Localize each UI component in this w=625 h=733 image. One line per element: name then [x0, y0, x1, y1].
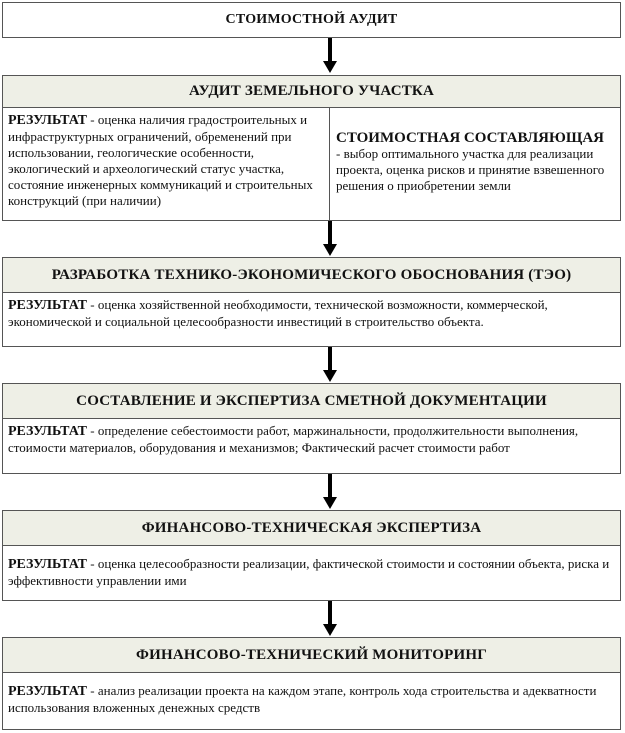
stage-header-estimate: СОСТАВЛЕНИЕ И ЭКСПЕРТИЗА СМЕТНОЙ ДОКУМЕН…: [2, 383, 621, 419]
cost-component-label: СТОИМОСТНАЯ СОСТАВЛЯЮЩАЯ: [336, 130, 604, 146]
result-text: - анализ реализации проекта на каждом эт…: [8, 683, 597, 715]
stage-header-feasibility: РАЗРАБОТКА ТЕХНИКО-ЭКОНОМИЧЕСКОГО ОБОСНО…: [2, 257, 621, 293]
stage-body-land-audit: РЕЗУЛЬТАТ - оценка наличия градостроител…: [2, 108, 621, 221]
cost-component-text: - выбор оптимального участка для реализа…: [336, 146, 605, 193]
stage-header-land-audit: АУДИТ ЗЕМЕЛЬНОГО УЧАСТКА: [2, 75, 621, 108]
result-text: - оценка хозяйственной необходимости, те…: [8, 297, 548, 329]
stage-body-monitoring: РЕЗУЛЬТАТ - анализ реализации проекта на…: [2, 673, 621, 730]
result-label: РЕЗУЛЬТАТ: [8, 557, 88, 572]
result-label: РЕЗУЛЬТАТ: [8, 298, 88, 313]
result-text: - оценка целесообразности реализации, фа…: [8, 556, 610, 588]
result-label: РЕЗУЛЬТАТ: [8, 424, 88, 439]
arrow-down-icon: [323, 347, 337, 383]
arrow-down-icon: [323, 38, 337, 74]
land-audit-result: РЕЗУЛЬТАТ - оценка наличия градостроител…: [3, 108, 330, 220]
arrow-down-icon: [323, 601, 337, 637]
stage-header-monitoring: ФИНАНСОВО-ТЕХНИЧЕСКИЙ МОНИТОРИНГ: [2, 637, 621, 673]
diagram-title: СТОИМОСТНОЙ АУДИТ: [2, 2, 621, 38]
result-text: - оценка наличия градостроительных и инф…: [8, 112, 313, 208]
stage-body-financial-expertise: РЕЗУЛЬТАТ - оценка целесообразности реал…: [2, 546, 621, 601]
stage-header-financial-expertise: ФИНАНСОВО-ТЕХНИЧЕСКАЯ ЭКСПЕРТИЗА: [2, 510, 621, 546]
land-audit-cost-component: СТОИМОСТНАЯ СОСТАВЛЯЮЩАЯ - выбор оптимал…: [330, 108, 620, 220]
result-text: - определение себестоимости работ, маржи…: [8, 423, 579, 455]
result-label: РЕЗУЛЬТАТ: [8, 684, 88, 699]
arrow-down-icon: [323, 221, 337, 257]
result-label: РЕЗУЛЬТАТ: [8, 113, 88, 128]
stage-body-estimate: РЕЗУЛЬТАТ - определение себестоимости ра…: [2, 419, 621, 474]
stage-body-feasibility: РЕЗУЛЬТАТ - оценка хозяйственной необход…: [2, 293, 621, 347]
arrow-down-icon: [323, 474, 337, 510]
